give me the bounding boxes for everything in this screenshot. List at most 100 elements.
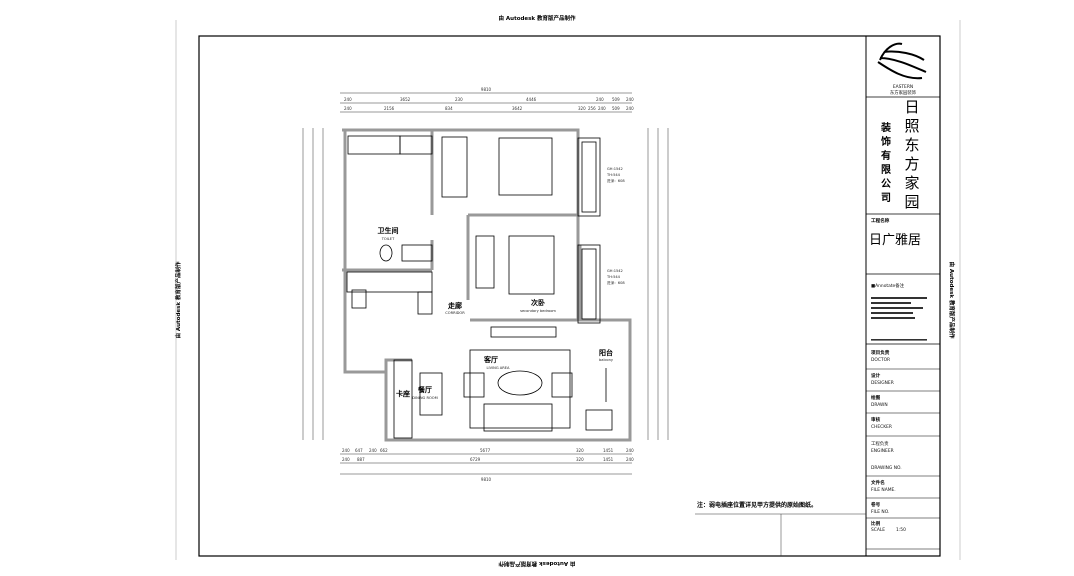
exterior-walls [342,128,632,442]
dim-bottom-total: 9810 [481,477,492,482]
kitchen-counter [346,271,433,293]
title-block: EASTERN 东方家园装饰 装 饰 有 限 公 司 日 照 东 方 家 园 工… [866,42,940,550]
dim-top-total: 9810 [481,87,492,92]
svg-text:DRAWN: DRAWN [871,402,888,408]
dimensions-top: 9810 240 3652 230 4446 240 509 240 240 2… [340,87,634,113]
dim: 509 [612,97,620,102]
bay-window-master [577,137,601,217]
svg-text:方: 方 [904,155,919,173]
room-sublabel-secondary-bedroom: secondary bedroom [520,309,556,313]
storage-cabinet [399,135,433,155]
svg-text:文件名: 文件名 [871,479,885,486]
title-row-drawing-no: DRAWING NO. [871,465,902,471]
interior-walls [342,130,582,372]
svg-text:项目负责: 项目负责 [871,349,890,356]
room-label-balcony: 阳台 [599,348,613,357]
dim: 320 [576,457,584,462]
dim: 256 [588,106,596,111]
svg-text:东方家园装饰: 东方家园装饰 [890,89,917,96]
project-label: 工程名称 [871,217,890,224]
toilet-fixture [379,244,393,262]
dim: 240 [626,106,634,111]
sink [351,289,367,309]
dim: 3652 [400,97,411,102]
room-sublabel-living: LIVING AREA [487,366,510,370]
dim: 240 [342,448,350,453]
svg-text:FILE NAME.: FILE NAME. [871,487,896,493]
svg-text:SCALE: SCALE [871,527,885,533]
room-sublabel-corridor: CORRIDOR [445,311,465,315]
svg-text:进深：608: 进深：608 [607,280,625,285]
svg-text:DOCTOR: DOCTOR [871,357,890,363]
room-label-dining: 餐厅 [417,385,432,394]
drawing-note: 注：弱电插座位置详见甲方提供的原始图纸。 [697,501,817,509]
watermark-left: 由 Autodesk 教育版产品制作 [174,261,182,339]
watermark-bottom: 由 Autodesk 教育版产品制作 [498,560,576,568]
dim: 240 [344,97,352,102]
company-name: 装 饰 有 限 公 司 日 照 东 方 家 园 [880,98,920,211]
dim: 320 [578,106,586,111]
room-sublabel-dining: DINING ROOM [412,396,437,400]
svg-text:审核: 审核 [871,416,881,423]
svg-text:TH:544: TH:544 [606,275,621,279]
watermark-right: 由 Autodesk 教育版产品制作 [948,261,956,339]
dim: 2156 [384,106,395,111]
dim: 240 [626,448,634,453]
dim: 509 [612,106,620,111]
svg-text:东: 东 [904,136,919,154]
dim: 3642 [512,106,523,111]
dim: 662 [380,448,388,453]
tv-cabinet [490,326,557,338]
svg-text:绘图: 绘图 [871,394,881,401]
annotate-label: ■Annotate备注 [871,282,905,289]
dim: 230 [455,97,463,102]
dim: 320 [576,448,584,453]
double-bed [498,137,553,196]
svg-text:饰: 饰 [881,135,891,148]
dim: 834 [445,106,453,111]
dim: 240 [342,457,350,462]
armchair [551,372,573,398]
svg-text:DRAWING NO.: DRAWING NO. [871,465,902,471]
svg-text:ENGINEER: ENGINEER [871,448,894,454]
dim: 4446 [526,97,537,102]
annotation-notes [871,297,927,341]
wardrobe [441,136,468,198]
dim: 240 [626,97,634,102]
svg-text:限: 限 [881,164,892,176]
bedroom-wardrobe [475,235,495,289]
svg-text:有: 有 [881,149,891,162]
armchair [463,372,485,398]
svg-text:司: 司 [881,192,891,204]
room-label-living: 客厅 [483,355,498,364]
dim: 240 [598,106,606,111]
washbasin [401,244,433,262]
svg-text:装: 装 [880,121,891,134]
room-label-toilet: 卫生间 [378,226,399,235]
svg-text:TH:544: TH:544 [606,173,621,177]
room-label-secondary-bedroom: 次卧 [531,298,545,307]
closet [347,135,401,155]
room-label-booth: 卡座 [396,389,410,398]
svg-text:日: 日 [904,98,919,116]
living-rug [469,349,571,429]
room-label-corridor: 走廊 [448,301,462,310]
bay-window-secondary [577,244,601,324]
svg-text:GH:1542: GH:1542 [607,269,623,273]
svg-text:公: 公 [881,178,891,190]
dim: 887 [357,457,365,462]
coffee-table [497,370,543,396]
dim: 240 [626,457,634,462]
dim: 6729 [470,457,481,462]
dim: 240 [369,448,377,453]
svg-text:设计: 设计 [871,372,881,379]
dim: 5677 [480,448,491,453]
svg-text:照: 照 [904,117,919,135]
